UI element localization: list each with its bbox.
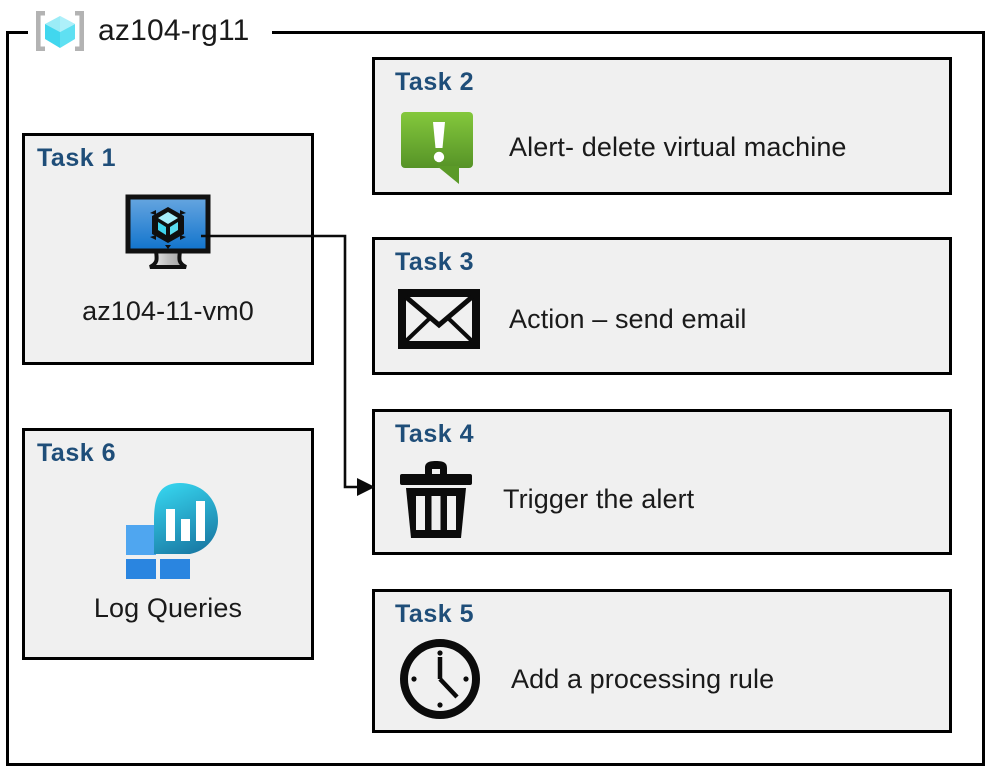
- trash-can-icon: [400, 461, 472, 538]
- task-6-label: Log Queries: [93, 593, 243, 623]
- task-1-heading: Task 1: [37, 144, 116, 172]
- task-4-row: Trigger the alert: [397, 456, 939, 542]
- virtual-machine-icon: [125, 194, 211, 269]
- container-border-top-left-stub: [6, 31, 28, 34]
- log-analytics-icon: [126, 483, 218, 579]
- task-6-icon-wrap: [25, 481, 311, 579]
- task-2-heading: Task 2: [395, 68, 474, 96]
- task-2-row: Alert- delete virtual machine: [397, 108, 939, 186]
- task-card-2[interactable]: Task 2 Alert- delete virtual machine: [372, 57, 952, 195]
- envelope-icon: [398, 289, 480, 349]
- azure-resource-group-icon: [36, 11, 84, 51]
- task-card-1[interactable]: Task 1: [22, 133, 314, 365]
- clock-icon: [400, 639, 480, 719]
- task-card-3[interactable]: Task 3 Action – send email: [372, 237, 952, 375]
- task-card-5[interactable]: Task 5 Add a processing rule: [372, 589, 952, 733]
- container-border-right: [982, 31, 985, 766]
- task-1-label: az104-11-vm0: [82, 296, 254, 326]
- task-card-4[interactable]: Task 4 Trigger the alert: [372, 409, 952, 555]
- task-3-label: Action – send email: [509, 303, 747, 334]
- alert-callout-icon: [401, 112, 473, 184]
- task-5-heading: Task 5: [395, 600, 474, 628]
- container-border-top-right-run: [272, 31, 985, 34]
- task-3-heading: Task 3: [395, 248, 474, 276]
- task-2-label: Alert- delete virtual machine: [509, 131, 847, 162]
- task-card-6[interactable]: Task 6 Log Queri: [22, 428, 314, 660]
- task-1-icon-wrap: [25, 191, 311, 275]
- resource-group-title: az104-rg11: [98, 14, 250, 47]
- task-5-label: Add a processing rule: [511, 663, 775, 694]
- task-4-label: Trigger the alert: [503, 483, 695, 514]
- resource-group-container: az104-rg11: [6, 6, 985, 766]
- task-5-row: Add a processing rule: [397, 636, 939, 722]
- container-border-left: [6, 31, 9, 766]
- task-4-heading: Task 4: [395, 420, 474, 448]
- task-6-heading: Task 6: [37, 439, 116, 467]
- task-3-row: Action – send email: [397, 288, 939, 350]
- container-border-bottom: [6, 763, 985, 766]
- resource-group-header: az104-rg11: [28, 6, 256, 56]
